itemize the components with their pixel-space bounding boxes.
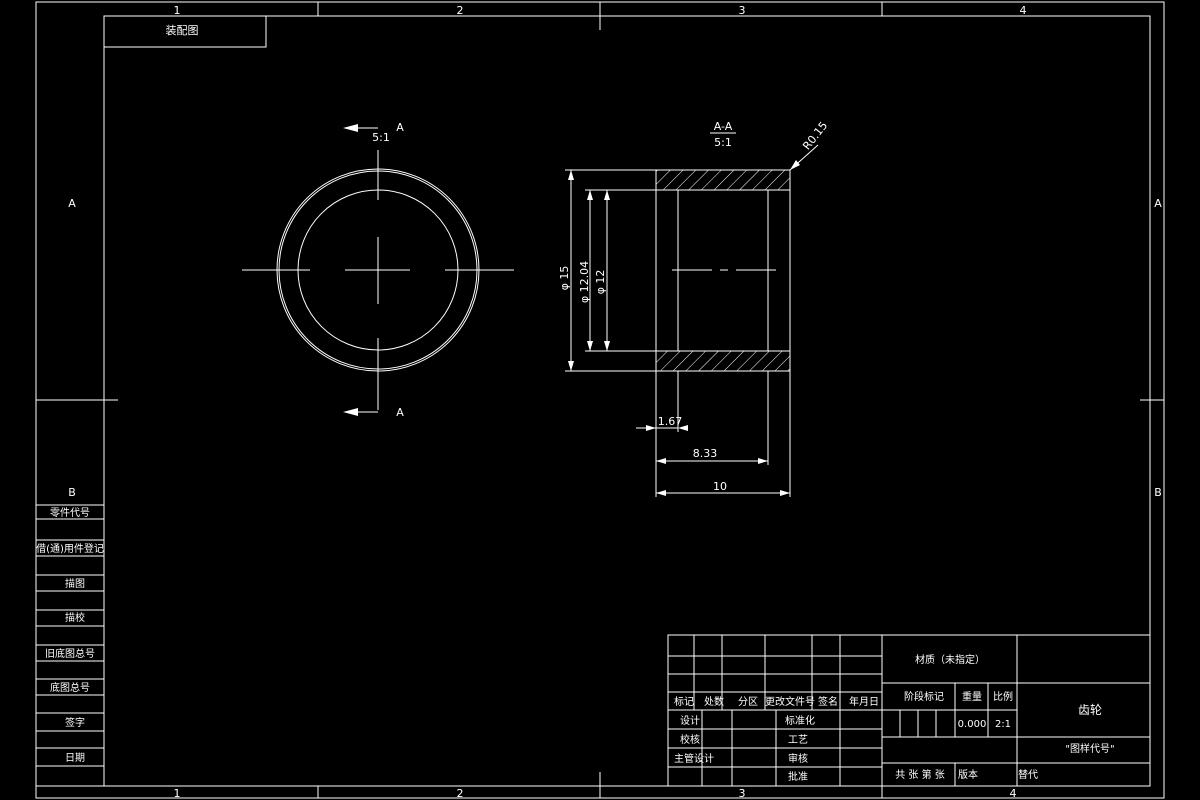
tb-weight-label: 重量 — [962, 690, 982, 703]
section-scale: 5:1 — [714, 136, 732, 149]
tb-version: 版本 — [958, 768, 978, 781]
tb-header-1: 处数 — [704, 695, 724, 708]
side-row-1: 借(通)用件登记 — [36, 542, 104, 555]
zone-col-1-top: 1 — [174, 4, 181, 17]
tb-standard: 标准化 — [785, 714, 815, 727]
section-title: A-A — [714, 120, 733, 133]
tb-header-4: 签名 — [818, 695, 838, 708]
outer-border — [35, 1, 1165, 799]
section-mark-bottom: A — [396, 406, 404, 419]
zone-col-2-bottom: 2 — [457, 787, 464, 800]
zone-row-b-left: B — [68, 486, 76, 499]
tb-scale-value: 2:1 — [995, 719, 1011, 730]
dim-mid-length: 8.33 — [693, 447, 718, 460]
tb-chief-design: 主管设计 — [674, 752, 714, 765]
front-scale-note: 5:1 — [372, 131, 390, 144]
tb-weight-value: 0.000 — [958, 719, 987, 730]
dim-small-length: 1.67 — [658, 415, 683, 428]
tb-material: 材质（未指定） — [915, 653, 985, 666]
tb-replace: 替代 — [1018, 768, 1038, 781]
section-view — [565, 144, 819, 497]
tb-approve: 批准 — [788, 770, 808, 783]
tb-header-3: 更改文件号 — [765, 695, 815, 708]
side-row-3: 描校 — [65, 611, 85, 624]
zone-row-a-right: A — [1154, 197, 1162, 210]
zone-col-1-bottom: 1 — [174, 787, 181, 800]
zone-row-a-left: A — [68, 197, 76, 210]
tb-stage-label: 阶段标记 — [904, 690, 944, 703]
tb-check: 校核 — [680, 733, 700, 746]
zone-col-3-bottom: 3 — [739, 787, 746, 800]
zone-col-2-top: 2 — [457, 4, 464, 17]
dimension-arrows — [568, 160, 800, 496]
zone-row-b-right: B — [1154, 486, 1162, 499]
tb-header-5: 年月日 — [849, 695, 879, 708]
corner-label: 装配图 — [166, 24, 199, 37]
tb-process: 工艺 — [788, 734, 808, 746]
side-row-5: 底图总号 — [50, 681, 90, 694]
section-arrow-top — [343, 124, 358, 132]
zone-ticks — [36, 2, 1164, 798]
title-block — [667, 634, 1151, 787]
front-view — [242, 127, 514, 413]
side-row-2: 描图 — [65, 577, 85, 590]
tb-part-name: 齿轮 — [1078, 703, 1102, 717]
zone-col-4-bottom: 4 — [1010, 787, 1017, 800]
tb-drawing-code: "图样代号" — [1065, 742, 1114, 755]
side-row-4: 旧底图总号 — [45, 647, 95, 660]
dim-outer-diameter: φ 15 — [558, 266, 571, 291]
dim-mid-diameter: φ 12.04 — [578, 261, 591, 303]
tb-header-0: 标记 — [674, 696, 694, 708]
corner-label-box — [103, 15, 267, 48]
tb-design: 设计 — [680, 714, 700, 727]
tb-sheet: 共 张 第 张 — [895, 768, 945, 781]
inner-border — [103, 15, 1151, 787]
side-row-0: 零件代号 — [50, 507, 90, 519]
tb-review: 审核 — [788, 752, 808, 765]
side-row-7: 日期 — [65, 752, 85, 764]
tb-header-2: 分区 — [738, 696, 758, 708]
section-arrow-bottom — [343, 408, 358, 416]
zone-col-4-top: 4 — [1020, 4, 1027, 17]
side-row-6: 签字 — [65, 716, 85, 729]
dim-total-length: 10 — [713, 480, 727, 493]
section-mark-top: A — [396, 121, 404, 134]
dim-inner-diameter: φ 12 — [594, 270, 607, 295]
side-panel — [35, 504, 105, 787]
tb-scale-label: 比例 — [993, 690, 1013, 703]
zone-col-3-top: 3 — [739, 4, 746, 17]
